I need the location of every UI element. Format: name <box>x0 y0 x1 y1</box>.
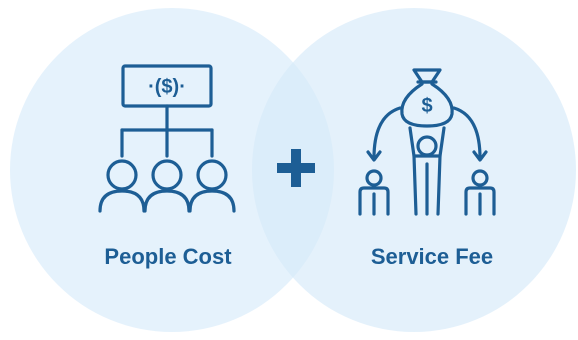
person-right-shape <box>464 169 496 216</box>
person-right-shape <box>188 159 236 213</box>
money-bag-shape: $ <box>400 68 454 128</box>
person-left-shape <box>98 159 146 213</box>
people-cost-label: People Cost <box>104 244 232 269</box>
dollar-symbol-glyph: ·($)· <box>148 76 186 98</box>
dollar-symbol-glyph: $ <box>421 95 432 117</box>
money-bag-distribution-icon: $ <box>358 68 496 216</box>
plus-icon <box>277 149 315 187</box>
person-middle-shape <box>143 159 191 213</box>
money-hierarchy-people-icon: ·($)· <box>98 64 236 213</box>
person-center-shape <box>408 126 446 216</box>
person-left-shape <box>358 169 390 216</box>
service-fee-label: Service Fee <box>370 244 494 269</box>
